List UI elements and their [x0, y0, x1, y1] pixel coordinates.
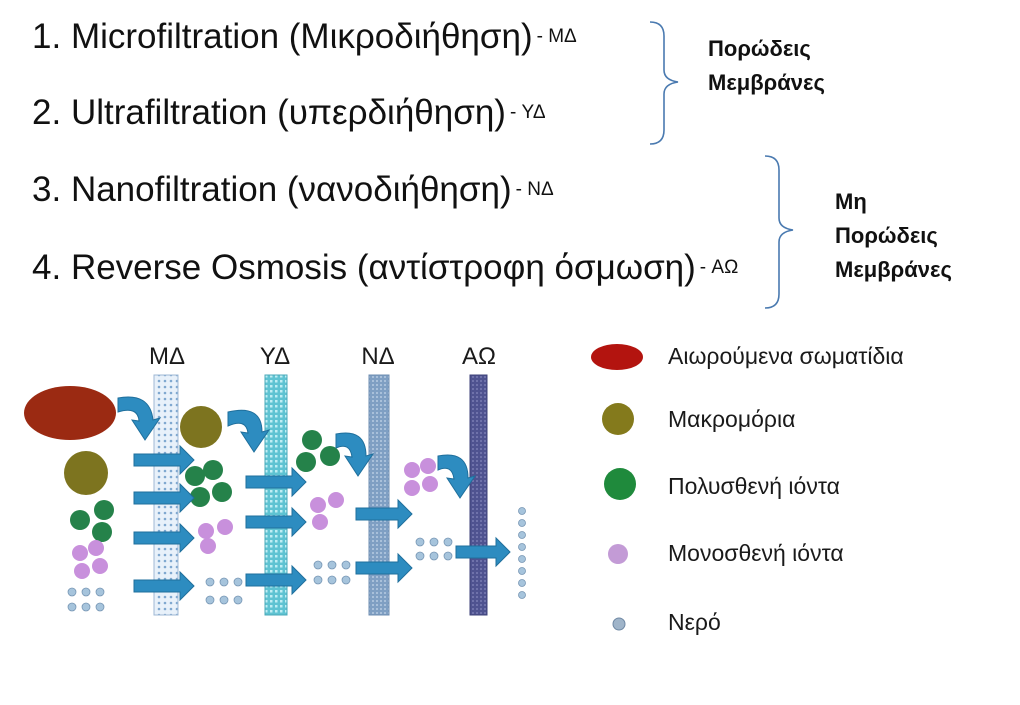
pass-arrow [133, 570, 195, 602]
monovalent-ion [328, 492, 344, 508]
membrane-nd [368, 374, 390, 616]
monovalent-ion [88, 540, 104, 556]
process-number: 3. [32, 170, 62, 209]
monovalent-ion [310, 497, 326, 513]
water-cluster [205, 577, 243, 605]
polyvalent-ion [190, 487, 210, 507]
process-abbr: - ΝΔ [515, 179, 554, 200]
polyvalent-ion [203, 460, 223, 480]
group-label-line: Μη [835, 189, 867, 214]
monovalent-ion [72, 545, 88, 561]
nonporous-bracket [764, 155, 794, 309]
legend-label-polyvalent: Πολυσθενή ιόντα [668, 473, 840, 499]
porous-bracket [649, 21, 679, 145]
water-cluster [67, 587, 105, 612]
polyvalent-ion [302, 430, 322, 450]
pass-arrow [245, 564, 307, 596]
process-item-ultrafiltration: 2. Ultrafiltration (υπερδιήθηση)- ΥΔ [32, 93, 546, 133]
process-name: Ultrafiltration (υπερδιήθηση) [70, 93, 506, 132]
water-cluster [415, 537, 453, 561]
suspended-particle-icon [591, 344, 643, 370]
monovalent-ion [92, 558, 108, 574]
monovalent-ion [198, 523, 214, 539]
process-item-microfiltration: 1. Microfiltration (Μικροδιήθηση)- ΜΔ [32, 17, 577, 57]
polyvalent-ion [94, 500, 114, 520]
rejection-arrow-nd [335, 432, 375, 477]
process-name: Reverse Osmosis (αντίστροφη όσμωση) [70, 248, 696, 287]
polyvalent-ion [70, 510, 90, 530]
membrane-header-nd: ΝΔ [361, 343, 394, 370]
polyvalent-ion-icon [604, 468, 636, 500]
process-number: 2. [32, 93, 62, 132]
polyvalent-ion [185, 466, 205, 486]
legend-label-monovalent: Μονοσθενή ιόντα [668, 540, 844, 566]
group-label-line: Μεμβράνες [835, 257, 952, 282]
group-label-line: Μεμβράνες [708, 70, 825, 95]
pass-arrow [455, 536, 511, 568]
monovalent-ion [404, 462, 420, 478]
process-item-reverse-osmosis: 4. Reverse Osmosis (αντίστροφη όσμωση)- … [32, 248, 738, 288]
pass-arrow [355, 498, 413, 530]
macromolecule [64, 451, 108, 495]
porous-membranes-label: Πορώδεις Μεμβράνες [708, 32, 825, 100]
polyvalent-ion [320, 446, 340, 466]
process-number: 4. [32, 248, 62, 287]
rejection-arrow-yd [227, 409, 271, 453]
monovalent-ion [404, 480, 420, 496]
pass-arrow [245, 506, 307, 538]
process-item-nanofiltration: 3. Nanofiltration (νανοδιήθηση)- ΝΔ [32, 170, 554, 210]
polyvalent-ion [92, 522, 112, 542]
water-icon [612, 617, 626, 631]
macromolecule [180, 406, 222, 448]
membrane-header-yd: ΥΔ [260, 343, 290, 370]
monovalent-ion [200, 538, 216, 554]
membrane-ao [469, 374, 488, 616]
rejection-arrow-ao [437, 454, 477, 499]
suspended-particle [24, 386, 116, 440]
water-cluster [313, 560, 351, 585]
pass-arrow [133, 522, 195, 554]
monovalent-ion [420, 458, 436, 474]
monovalent-ion [312, 514, 328, 530]
polyvalent-ion [212, 482, 232, 502]
monovalent-ion [74, 563, 90, 579]
membrane-yd [264, 374, 288, 616]
pass-arrow [133, 444, 195, 476]
water-column [518, 507, 526, 599]
legend-label-macromolecules: Μακρομόρια [668, 406, 796, 432]
process-abbr: - ΜΔ [536, 26, 577, 47]
legend-label-water: Νερό [668, 609, 721, 635]
group-label-line: Πορώδεις [708, 36, 811, 61]
process-name: Microfiltration (Μικροδιήθηση) [70, 17, 533, 56]
process-abbr: - ΥΔ [509, 102, 546, 123]
nonporous-membranes-label: Μη Πορώδεις Μεμβράνες [835, 185, 952, 287]
pass-arrow [245, 466, 307, 498]
process-abbr: - ΑΩ [699, 257, 739, 278]
monovalent-ion [217, 519, 233, 535]
process-number: 1. [32, 17, 62, 56]
polyvalent-ion [296, 452, 316, 472]
rejection-arrow-md [117, 396, 162, 441]
process-name: Nanofiltration (νανοδιήθηση) [70, 170, 512, 209]
group-label-line: Πορώδεις [835, 223, 938, 248]
macromolecule-icon [602, 403, 634, 435]
legend-label-suspended: Αιωρούμενα σωματίδια [668, 343, 904, 369]
pass-arrow [355, 552, 413, 584]
pass-arrow [133, 482, 195, 514]
membrane-header-md: ΜΔ [149, 343, 185, 370]
monovalent-ion [422, 476, 438, 492]
membrane-header-ao: ΑΩ [462, 343, 496, 370]
monovalent-ion-icon [608, 544, 628, 564]
